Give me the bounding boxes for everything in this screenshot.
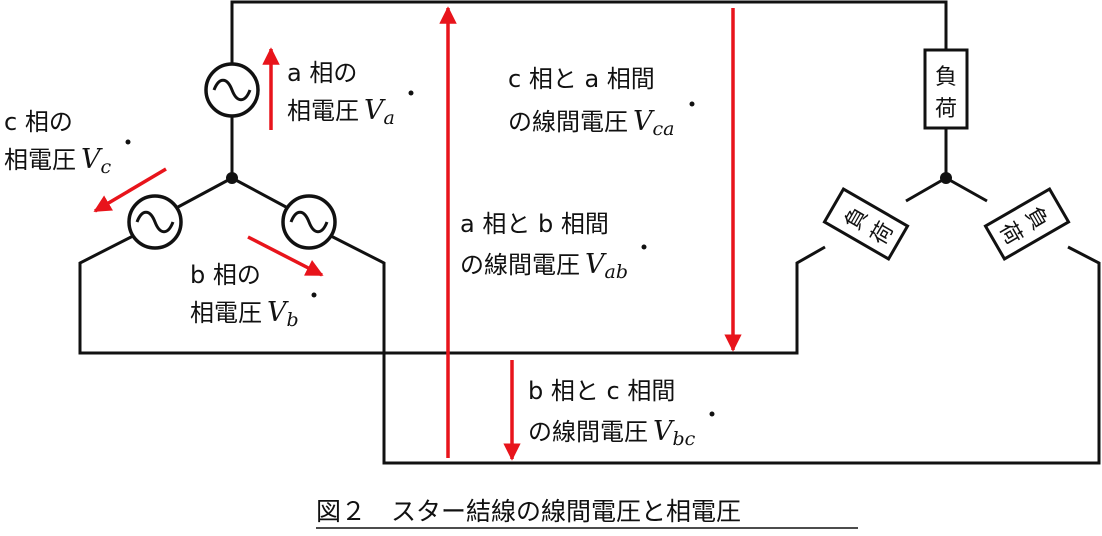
label-line-ab-prefix: の線間電圧 xyxy=(460,251,580,279)
label-phase-b-prefix: 相電圧 xyxy=(190,299,262,327)
arrow-phase-c xyxy=(93,167,167,213)
label-phase-a-line1: a 相の xyxy=(287,59,357,87)
source-a xyxy=(204,62,260,118)
wiring xyxy=(78,0,1101,465)
sine-wave-icon xyxy=(212,78,252,102)
phasor-dot xyxy=(709,411,715,417)
label-line-bc-var: V xyxy=(653,416,675,447)
voltage-arrows xyxy=(93,6,742,461)
label-phase-a-sub: a xyxy=(384,107,395,129)
source-neutral-point xyxy=(226,172,238,184)
wire-neutral-to-source-b xyxy=(231,176,287,209)
label-line-bc-line1: b 相と c 相間 xyxy=(528,377,675,405)
load-box-icon xyxy=(822,186,910,262)
label-phase-a-var: V xyxy=(364,95,386,126)
label-line-ab-var: V xyxy=(585,249,607,280)
label-phase-b-var: V xyxy=(267,297,289,328)
label-phase-c-var: V xyxy=(81,144,103,175)
label-line-ca-prefix: の線間電圧 xyxy=(508,108,628,136)
load-box-icon xyxy=(983,186,1071,262)
load-top: 負 荷 xyxy=(923,48,969,130)
wire-load-neutral-to-left xyxy=(905,176,947,203)
label-line-bc-prefix: の線間電圧 xyxy=(528,418,648,446)
figure-caption: 図２ スター結線の線間電圧と相電圧 xyxy=(316,497,741,526)
load-box-icon xyxy=(923,48,969,130)
label-phase-c-prefix: 相電圧 xyxy=(4,146,76,174)
sine-wave-icon xyxy=(289,210,329,234)
source-b xyxy=(281,194,337,250)
label-line-ab-line1: a 相と b 相間 xyxy=(460,210,609,238)
source-c xyxy=(127,194,183,250)
label-line-ca-line1: c 相と a 相間 xyxy=(508,65,655,93)
load-neutral-point xyxy=(940,172,952,184)
sine-wave-icon xyxy=(135,210,175,234)
label-phase-a-prefix: 相電圧 xyxy=(287,97,359,125)
label-line-ab-sub: ab xyxy=(605,261,629,283)
label-phase-b-sub: b xyxy=(287,309,299,331)
label-phase-b-line1: b 相の xyxy=(190,261,261,289)
phasor-dot xyxy=(408,90,414,96)
load-top-char1: 負 xyxy=(935,65,957,90)
label-phase-c-line1: c 相の xyxy=(4,108,73,136)
phasor-dot xyxy=(311,292,317,298)
arrow-phase-b xyxy=(247,235,324,277)
wire-b-line xyxy=(328,233,1101,465)
load-top-char2: 荷 xyxy=(935,97,957,122)
label-line-ca-var: V xyxy=(633,106,655,137)
label-line-bc-sub: bc xyxy=(673,428,696,450)
wire-c-line xyxy=(78,233,826,355)
load-right: 負 荷 xyxy=(983,186,1071,262)
load-left: 負 荷 xyxy=(822,186,910,262)
label-phase-c-sub: c xyxy=(101,156,112,178)
wire-neutral-to-source-c xyxy=(177,176,233,209)
phasor-dot xyxy=(641,244,647,250)
label-line-ca-sub: ca xyxy=(653,118,675,140)
wire-a-line xyxy=(230,0,948,63)
wire-load-neutral-to-right xyxy=(945,176,988,203)
phasor-dot xyxy=(125,139,131,145)
phasor-dot xyxy=(689,101,695,107)
